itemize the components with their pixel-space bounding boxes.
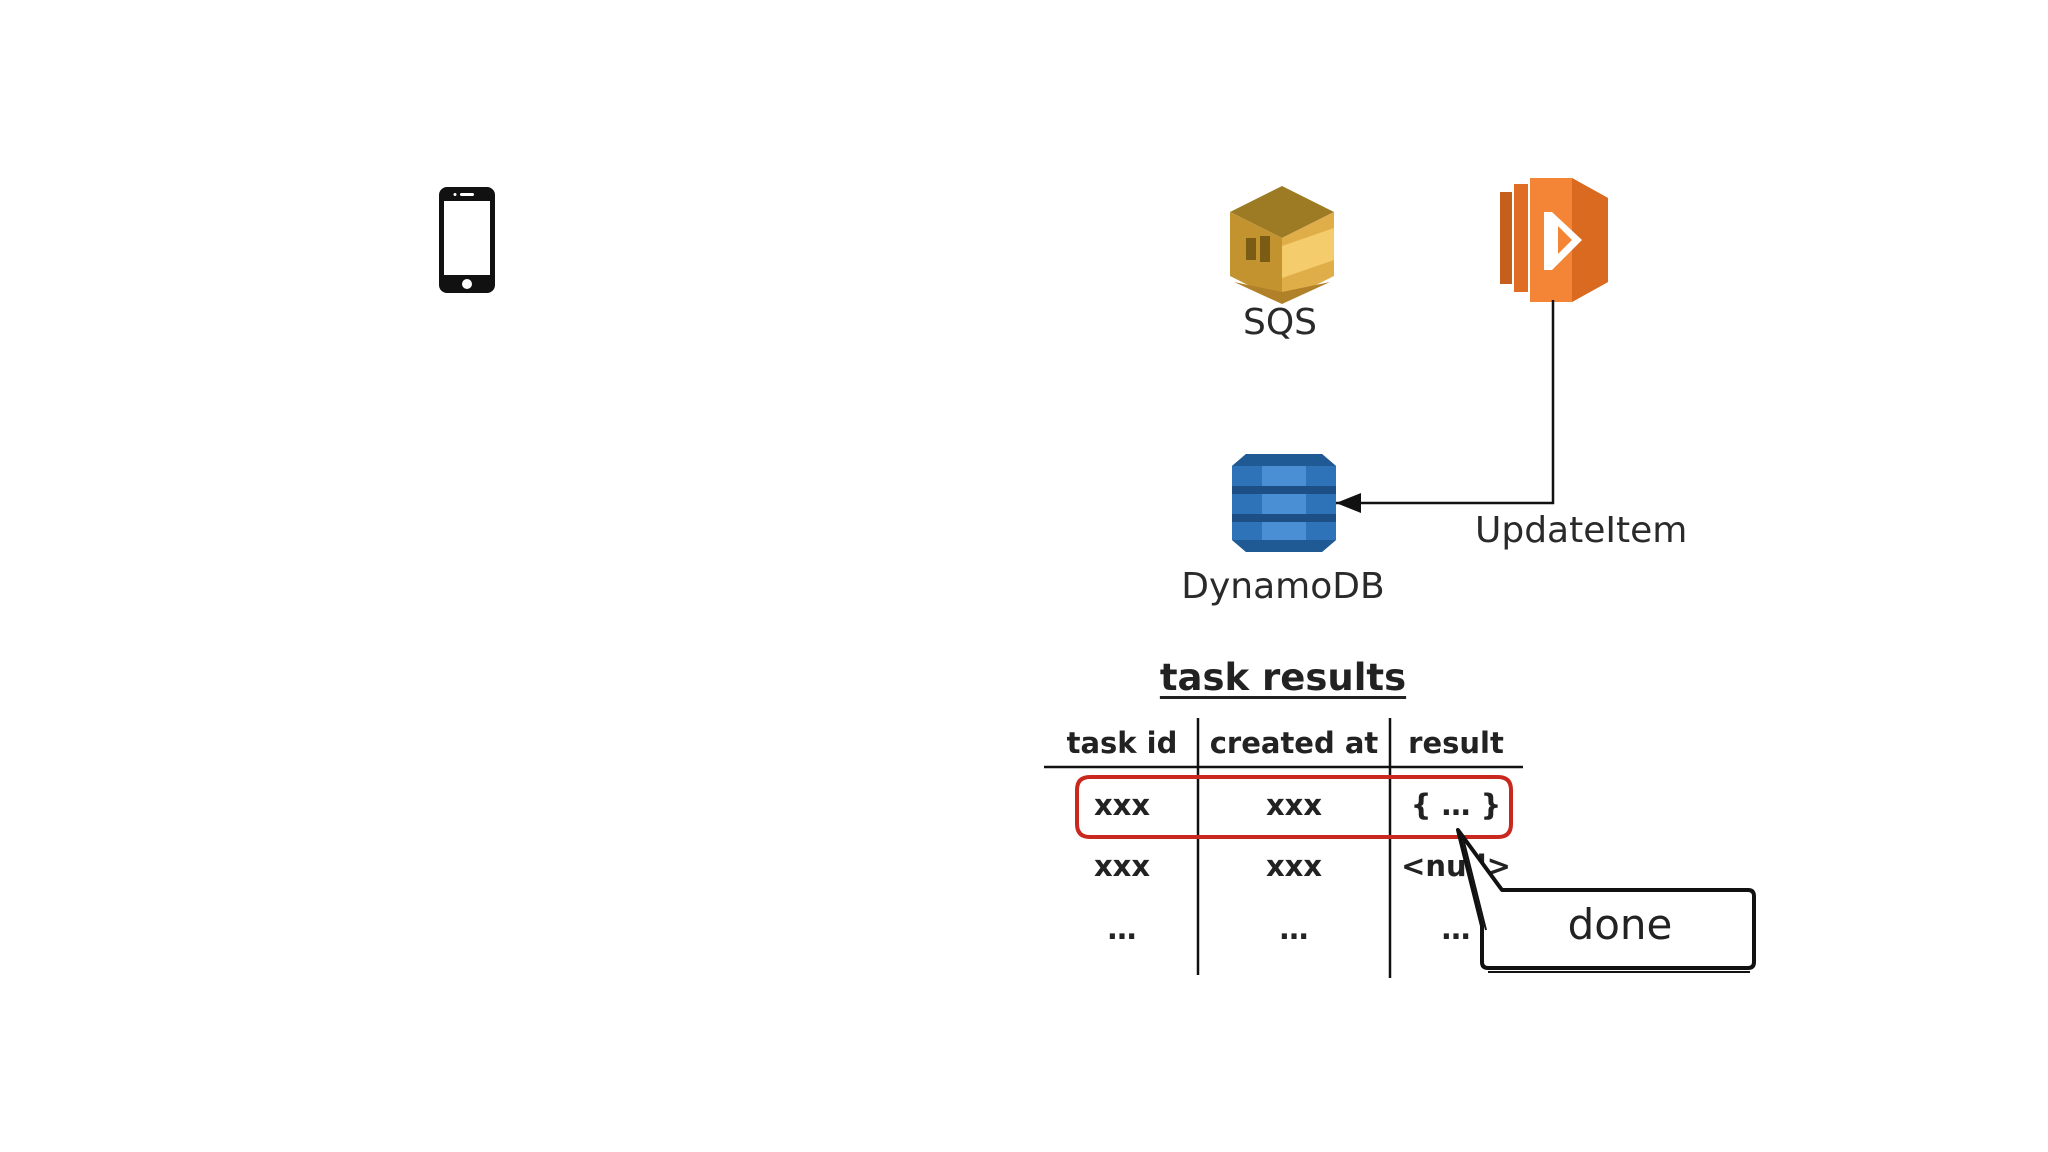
column-header-task-id: task id bbox=[1066, 726, 1178, 760]
sqs-label: SQS bbox=[1242, 302, 1318, 343]
table-cell: … bbox=[1279, 912, 1309, 946]
column-header-result: result bbox=[1408, 726, 1504, 760]
table-cell: { … } bbox=[1410, 788, 1502, 822]
table-cell: xxx bbox=[1265, 788, 1323, 822]
done-callout-text: done bbox=[1567, 900, 1673, 949]
table-cell: xxx bbox=[1093, 788, 1151, 822]
table-cell: xxx bbox=[1265, 849, 1323, 883]
update-item-label: UpdateItem bbox=[1475, 510, 1688, 551]
lambda-icon bbox=[1500, 178, 1608, 302]
table-cell: xxx bbox=[1093, 849, 1151, 883]
table-cell: … bbox=[1107, 912, 1137, 946]
phone-icon bbox=[439, 187, 495, 293]
dynamodb-icon bbox=[1232, 454, 1336, 552]
table-cell: … bbox=[1441, 912, 1471, 946]
dynamodb-label: DynamoDB bbox=[1181, 566, 1385, 607]
table-title: task results bbox=[1159, 656, 1407, 699]
column-header-created-at: created at bbox=[1209, 726, 1379, 760]
sqs-icon bbox=[1230, 186, 1334, 304]
